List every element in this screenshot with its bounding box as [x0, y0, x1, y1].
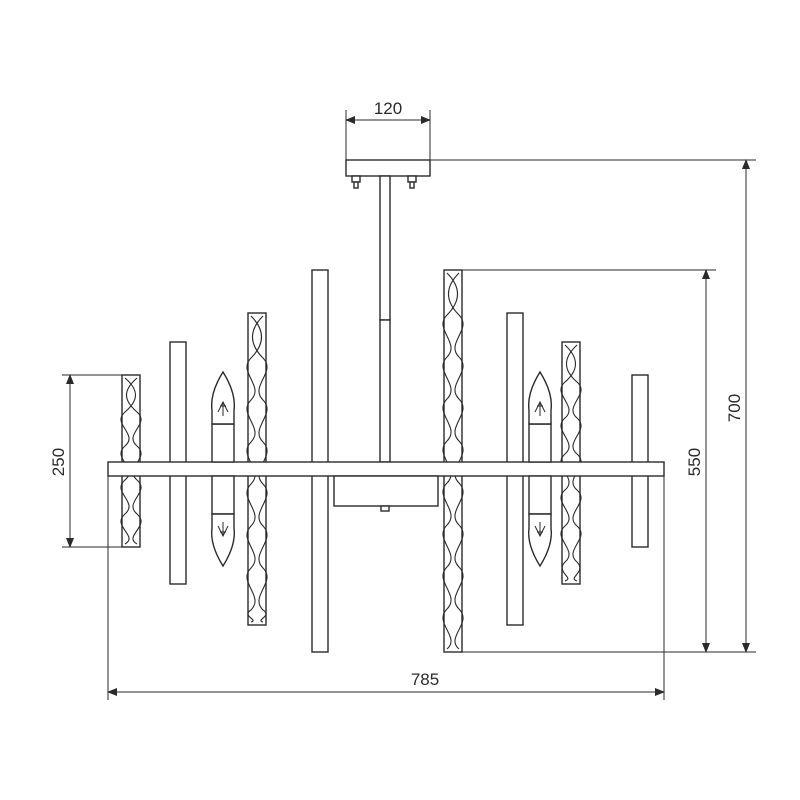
- dimension-overall-height: 700: [430, 159, 756, 653]
- plain-rod: [631, 374, 649, 548]
- twisted-rod: [121, 374, 141, 548]
- dimension-short-rod-height: 250: [49, 374, 122, 548]
- dimension-label-250: 250: [49, 448, 68, 476]
- candle-bulbs-left: [210, 370, 236, 568]
- dimension-label-120: 120: [374, 99, 402, 118]
- dimension-canopy-width: 120: [345, 99, 431, 160]
- twisted-rod: [443, 269, 463, 653]
- dimension-rod-height: 550: [462, 269, 716, 653]
- candle-bulbs-right: [527, 370, 553, 568]
- plain-rod: [311, 269, 329, 653]
- dimension-overall-width: 785: [107, 476, 665, 700]
- dimension-label-700: 700: [725, 394, 744, 422]
- dimension-label-550: 550: [685, 448, 704, 476]
- horizontal-frame: [107, 461, 665, 512]
- suspension-stem: [379, 175, 391, 463]
- ceiling-canopy: [345, 159, 431, 189]
- dimension-label-785: 785: [411, 670, 439, 689]
